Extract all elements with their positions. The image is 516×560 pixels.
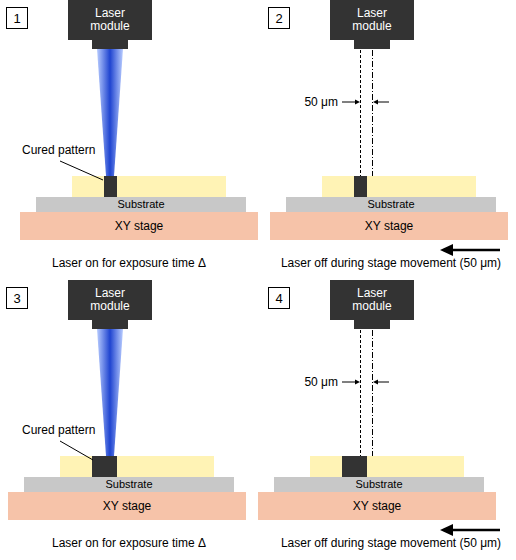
laser-module: Laser module <box>330 280 414 320</box>
panel-number: 1 <box>6 7 28 29</box>
resin-layer <box>310 456 464 477</box>
node-text: 2 <box>275 11 282 26</box>
arrowhead <box>440 524 453 536</box>
arrowhead <box>355 380 360 385</box>
panel-number: 3 <box>6 287 28 309</box>
cured-pattern <box>342 456 367 477</box>
node-text: XY stage <box>365 219 413 233</box>
dimension-arrow <box>377 102 389 103</box>
dashed-line <box>360 330 361 456</box>
node-text: Substrate <box>117 198 164 211</box>
stage-band: XY stage <box>270 212 508 240</box>
cured-pattern <box>354 176 367 197</box>
substrate-band: Substrate <box>36 197 246 212</box>
substrate-band: Substrate <box>274 477 484 492</box>
panel <box>60 320 214 477</box>
node-text: XY stage <box>103 499 151 513</box>
step-caption: Laser off during stage movement (50 μm) <box>266 256 516 270</box>
cured-pattern <box>92 456 117 477</box>
laser-module: Laser module <box>68 0 152 40</box>
node-text: XY stage <box>353 499 401 513</box>
substrate-band: Substrate <box>24 477 234 492</box>
step-caption: Laser on for exposure time Δ <box>4 256 254 270</box>
leader-line <box>60 161 103 180</box>
laser-beam <box>97 49 123 176</box>
step-caption: Laser on for exposure time Δ <box>4 536 254 550</box>
node-text: 3 <box>13 291 20 306</box>
node-text: Substrate <box>355 478 402 491</box>
node-text: Laser module <box>80 287 140 313</box>
node-text: Substrate <box>105 478 152 491</box>
substrate-band: Substrate <box>286 197 496 212</box>
resin-layer <box>60 456 214 477</box>
node-text: Substrate <box>367 198 414 211</box>
laser-module: Laser module <box>68 280 152 320</box>
node-text: 4 <box>275 291 282 306</box>
panel-number: 4 <box>268 287 290 309</box>
laser-beam <box>97 329 123 456</box>
dimension-label: 50 μm <box>294 95 338 109</box>
arrowhead <box>440 244 453 256</box>
stage-band: XY stage <box>258 492 496 520</box>
arrowhead <box>373 380 378 385</box>
leader-line <box>60 441 93 460</box>
arrowhead <box>355 100 360 105</box>
stage-band: XY stage <box>20 212 258 240</box>
laser-module: Laser module <box>330 0 414 40</box>
dimension-arrow <box>342 102 356 103</box>
center-line <box>372 330 373 456</box>
dimension-label: 50 μm <box>294 375 338 389</box>
step-caption: Laser off during stage movement (50 μm) <box>266 536 516 550</box>
node-text: Laser module <box>342 287 402 313</box>
node-text: Laser module <box>80 7 140 33</box>
part-label: Cured pattern <box>22 423 95 437</box>
panel <box>60 40 226 197</box>
motion-arrow <box>452 249 500 252</box>
laser-nozzle <box>92 320 128 329</box>
dimension-arrow <box>377 382 389 383</box>
panel-number: 2 <box>268 7 290 29</box>
dashed-line <box>360 50 361 176</box>
arrowhead <box>373 100 378 105</box>
laser-nozzle <box>92 40 128 49</box>
dimension-arrow <box>342 382 356 383</box>
part-label: Cured pattern <box>22 143 95 157</box>
center-line <box>372 50 373 176</box>
node-text: XY stage <box>115 219 163 233</box>
motion-arrow <box>452 529 500 532</box>
node-text: 1 <box>13 11 20 26</box>
node-text: Laser module <box>342 7 402 33</box>
laser-nozzle <box>354 320 390 329</box>
resin-layer <box>322 176 476 197</box>
laser-nozzle <box>354 40 390 49</box>
resin-layer <box>72 176 226 197</box>
cured-pattern <box>104 176 117 197</box>
stage-band: XY stage <box>8 492 246 520</box>
